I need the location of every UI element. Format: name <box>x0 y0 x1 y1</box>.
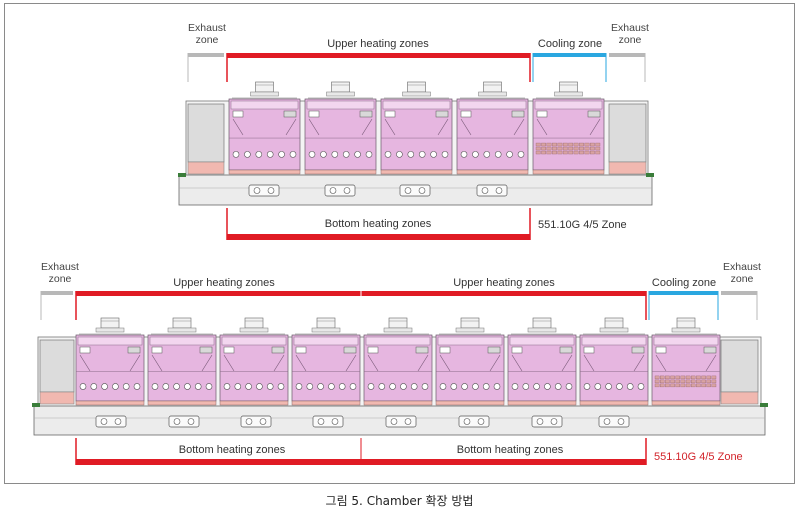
bottom-upper-heating-bar <box>75 291 647 320</box>
heating-module <box>228 81 301 175</box>
bottom-cooling-label: Cooling zone <box>652 277 716 289</box>
conveyor-roller <box>312 415 344 428</box>
bottom-bottom-heating-label-1: Bottom heating zones <box>179 444 286 456</box>
bottom-cooling-bar <box>648 291 719 320</box>
conveyor-roller <box>168 415 200 428</box>
heating-module <box>75 317 145 406</box>
conveyor-roller <box>324 184 356 197</box>
top-upper-heating-bar <box>226 53 531 82</box>
conveyor-roller <box>458 415 490 428</box>
bottom-exhaust-left-block <box>39 339 75 393</box>
top-cooling-label: Cooling zone <box>538 38 602 50</box>
bottom-bottom-heating-bar <box>75 438 647 465</box>
figure-caption: 그림 5. Chamber 확장 방법 <box>325 494 474 508</box>
bottom-machine <box>32 317 768 436</box>
top-exhaust-left-bar <box>187 53 224 82</box>
heating-module <box>219 317 289 406</box>
top-machine <box>178 81 654 206</box>
heating-module <box>507 317 577 406</box>
top-modules <box>228 81 605 175</box>
bottom-upper-heating-label-2: Upper heating zones <box>453 277 555 289</box>
heating-module <box>435 317 505 406</box>
bottom-modules <box>75 317 721 406</box>
bottom-exhaust-right-block <box>720 339 759 393</box>
conveyor-roller <box>95 415 127 428</box>
top-rollers <box>248 184 508 197</box>
bottom-upper-heating-label-1: Upper heating zones <box>173 277 275 289</box>
heating-module <box>304 81 377 175</box>
heating-module <box>363 317 433 406</box>
conveyor-roller <box>531 415 563 428</box>
bottom-bottom-heating-label-2: Bottom heating zones <box>457 444 564 456</box>
heating-module <box>456 81 529 175</box>
heating-module <box>291 317 361 406</box>
top-bottom-heating-label: Bottom heating zones <box>325 218 432 230</box>
conveyor-roller <box>598 415 630 428</box>
top-exhaust-left-block <box>187 103 225 163</box>
cooling-module <box>651 317 721 406</box>
top-model-note: 551.10G 4/5 Zone <box>538 219 627 231</box>
bottom-model-note: 551.10G 4/5 Zone <box>654 451 743 463</box>
heating-module <box>579 317 649 406</box>
cooling-module <box>532 81 605 175</box>
top-cooling-bar <box>532 53 607 82</box>
bottom-exhaust-left-bar <box>40 291 73 320</box>
conveyor-roller <box>248 184 280 197</box>
bottom-exhaust-right-bar <box>721 291 758 320</box>
top-exhaust-right-bar <box>609 53 646 82</box>
bottom-rollers <box>95 415 630 428</box>
heating-module <box>147 317 217 406</box>
conveyor-roller <box>476 184 508 197</box>
conveyor-roller <box>240 415 272 428</box>
conveyor-roller <box>385 415 417 428</box>
heating-module <box>380 81 453 175</box>
top-exhaust-right-block <box>608 103 647 163</box>
top-upper-heating-label: Upper heating zones <box>327 38 429 50</box>
top-bottom-heating-bar <box>226 208 531 240</box>
conveyor-roller <box>399 184 431 197</box>
